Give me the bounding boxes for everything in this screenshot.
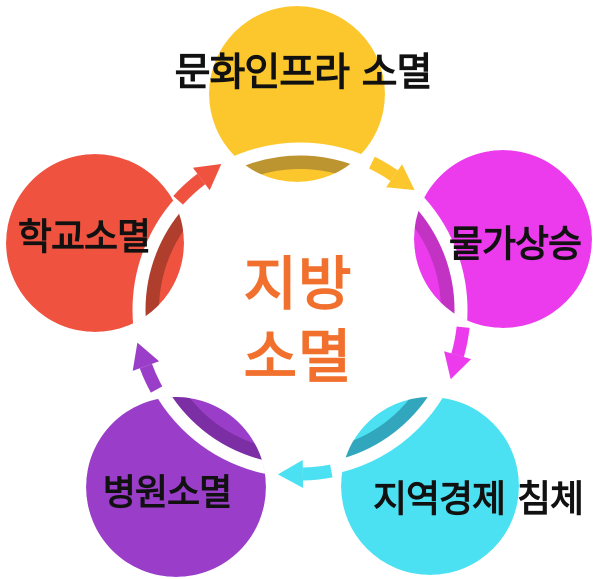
arrow-shaft: [302, 464, 333, 481]
label-price-rise: 물가상승: [449, 223, 581, 266]
node-hospital-loss-circle: [86, 397, 266, 577]
node-culture-infra-circle: [209, 6, 385, 182]
center-title-line1: 지방: [244, 250, 353, 318]
arrow-economy-to-hospital: [277, 460, 333, 488]
label-hospital-loss: 병원소멸: [103, 473, 231, 514]
arrow-head-icon: [277, 460, 304, 488]
ring-white-arc: [209, 142, 385, 182]
ring-white-arc: [414, 150, 468, 328]
arrow-head-icon: [132, 342, 160, 371]
node-local-economy-circle: [341, 397, 519, 575]
arrow-head-icon: [192, 164, 222, 191]
arrow-price-to-economy: [444, 326, 472, 380]
center-title-line2: 소멸: [244, 323, 353, 391]
arrow-school-to-culture: [173, 164, 222, 205]
ring-white-arc: [132, 154, 184, 332]
arrow-culture-to-price: [368, 156, 415, 191]
label-culture-infra: 문화인프라 소멸: [175, 51, 432, 96]
arrow-shaft: [173, 173, 206, 205]
arrow-shaft: [368, 156, 398, 182]
node-school-loss-circle: [6, 154, 184, 332]
arrow-head-icon: [386, 164, 415, 191]
ring-dark-arc: [145, 155, 184, 332]
circle-fill: [209, 6, 385, 182]
label-local-economy: 지역경제 침체: [373, 478, 583, 521]
label-school-loss: 학교소멸: [18, 216, 150, 259]
arrow-hospital-to-school: [132, 342, 163, 393]
arrow-shaft: [139, 363, 163, 393]
arrow-shaft: [451, 326, 470, 358]
ring-dark-arc: [209, 155, 385, 182]
arrow-head-icon: [444, 351, 472, 380]
center-title: 지방 소멸: [244, 250, 353, 391]
